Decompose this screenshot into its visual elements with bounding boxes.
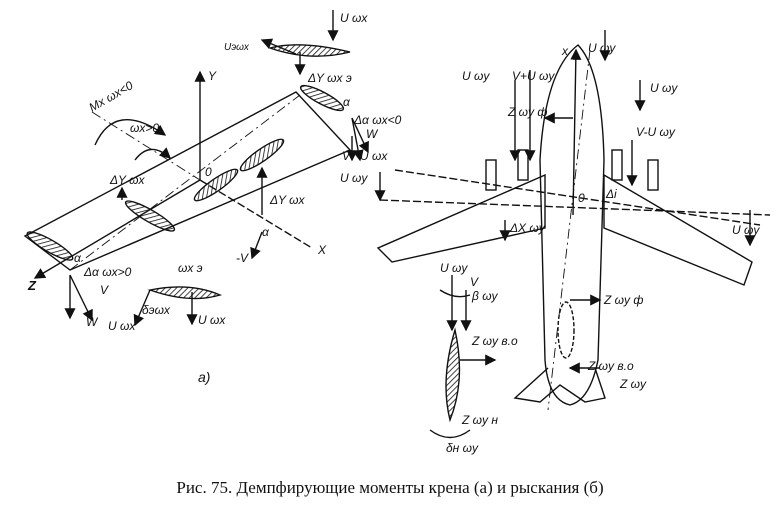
wing-left	[376, 173, 546, 263]
label-z-axis-a: Z	[27, 278, 37, 293]
label-delta-i: Δi	[605, 187, 617, 201]
arrow-w-left	[69, 274, 93, 322]
label-u-bottom-left: U ωx	[108, 319, 136, 333]
yaw-axis-b	[547, 49, 591, 411]
engine-right-outer	[647, 159, 659, 191]
label-z-fus: Z ωy ф	[507, 105, 547, 119]
airfoil-section-tip-left	[26, 231, 74, 261]
arrow-v-right	[351, 117, 369, 154]
panel-b-yaw-damping	[374, 30, 771, 439]
airfoil-top-detail	[267, 44, 351, 57]
label-x-axis-b: x	[561, 44, 569, 58]
panel-a-roll-damping	[23, 10, 369, 327]
label-alpha-right: α	[343, 95, 351, 109]
label-origin-a: 0	[205, 165, 212, 179]
label-z-fus2: Z ωy ф	[603, 293, 643, 307]
label-minus-v: -V	[236, 251, 249, 265]
label-u-right: U ωx	[360, 149, 388, 163]
label-u-top-b: U ωy	[588, 41, 616, 55]
label-u-far-right: U ωy	[732, 223, 760, 237]
label-dy-mid: ΔY ωx	[269, 193, 306, 207]
label-z-tail: Z ωy	[619, 377, 647, 391]
engine-left-outer	[485, 159, 497, 191]
tail-horizontal	[513, 367, 606, 403]
label-u-mid-left: U ωy	[340, 171, 368, 185]
label-v-right: V	[342, 149, 351, 163]
tail-fin-section	[445, 327, 461, 423]
label-v-plus: V+U ωy	[512, 69, 555, 83]
engine-left-inner	[517, 149, 529, 181]
label-delta-e: δэωx	[142, 303, 171, 317]
z-axis-a	[33, 179, 201, 279]
omega-arc	[134, 147, 172, 161]
label-u-pod: U ωy	[440, 261, 468, 275]
airfoil-section-mid-left	[124, 200, 176, 232]
airfoil-section-root	[193, 168, 239, 202]
label-z-n: Z ωy н	[461, 413, 498, 427]
label-x-axis-a: X	[317, 243, 327, 257]
fuselage	[539, 44, 605, 406]
figure-caption: Рис. 75. Демпфирующие моменты крена (а) …	[176, 478, 604, 497]
label-dalpha-pos: Δα ωx>0	[83, 265, 132, 279]
label-dy-left: ΔY ωx	[109, 173, 146, 187]
arrow-u-top-left	[260, 38, 297, 55]
fin-ellipse	[557, 301, 575, 359]
label-alpha-mid: α	[262, 225, 270, 239]
label-dy-top: ΔY ωx э	[307, 71, 352, 85]
label-omega-e: ωx э	[178, 261, 203, 275]
arrow-w-right	[351, 117, 364, 162]
label-y-axis-a: Y	[208, 69, 217, 83]
wing-outline	[23, 91, 352, 271]
arrow-minus-v	[250, 231, 263, 260]
label-u-left-b: U ωy	[462, 69, 490, 83]
label-u-top-left: Uэωx	[224, 42, 250, 53]
horiz-line-b	[379, 199, 771, 216]
label-dx: ΔX ωy	[509, 221, 546, 235]
dash-line-b	[394, 169, 761, 226]
label-delta-n: δн ωy	[446, 441, 479, 455]
label-origin-b: 0	[578, 191, 585, 205]
label-z-vo: Z ωy в.о	[471, 334, 518, 348]
airfoil-section-mid-right	[239, 138, 285, 172]
beta-arc	[439, 289, 471, 298]
label-u-right-b: U ωy	[650, 81, 678, 95]
label-moment: Mx ωx<0	[87, 78, 136, 114]
axis-line-a	[91, 111, 201, 181]
delta-arc	[429, 429, 471, 439]
label-v-left: V	[100, 283, 109, 297]
label-u-top: U ωx	[340, 11, 368, 25]
panel-a-labels: U ωx Uэωx ΔY ωx э α Δα ωx<0 W V U ωx Mx …	[27, 11, 402, 385]
label-u-bottom: U ωx	[198, 313, 226, 327]
label-beta: β ωy	[471, 289, 499, 303]
label-v-pod: V	[470, 275, 479, 289]
x-axis-b	[570, 48, 582, 216]
moment-arc	[94, 119, 167, 146]
label-w-bottom: W	[86, 315, 99, 329]
arrow-w-bottom	[133, 289, 151, 327]
airfoil-bottom-detail	[147, 286, 223, 300]
label-omega: ωx>0	[130, 121, 159, 135]
panel-b-labels: x U ωy U ωy V+U ωy Z ωy ф U ωy V-U ωy U …	[340, 41, 760, 455]
engine-right-inner	[611, 149, 623, 181]
airfoil-section-tip-right	[299, 84, 345, 112]
label-v-minus: V-U ωy	[636, 125, 676, 139]
label-dalpha-neg: Δα ωx<0	[353, 113, 402, 127]
label-z-vo2: Z ωy в.о	[587, 359, 634, 373]
label-w-right: W	[366, 127, 379, 141]
wing-right	[603, 173, 753, 286]
panel-a-sublabel: а)	[198, 369, 210, 385]
label-alpha-left: α	[74, 251, 82, 265]
wing-midline	[69, 94, 301, 271]
